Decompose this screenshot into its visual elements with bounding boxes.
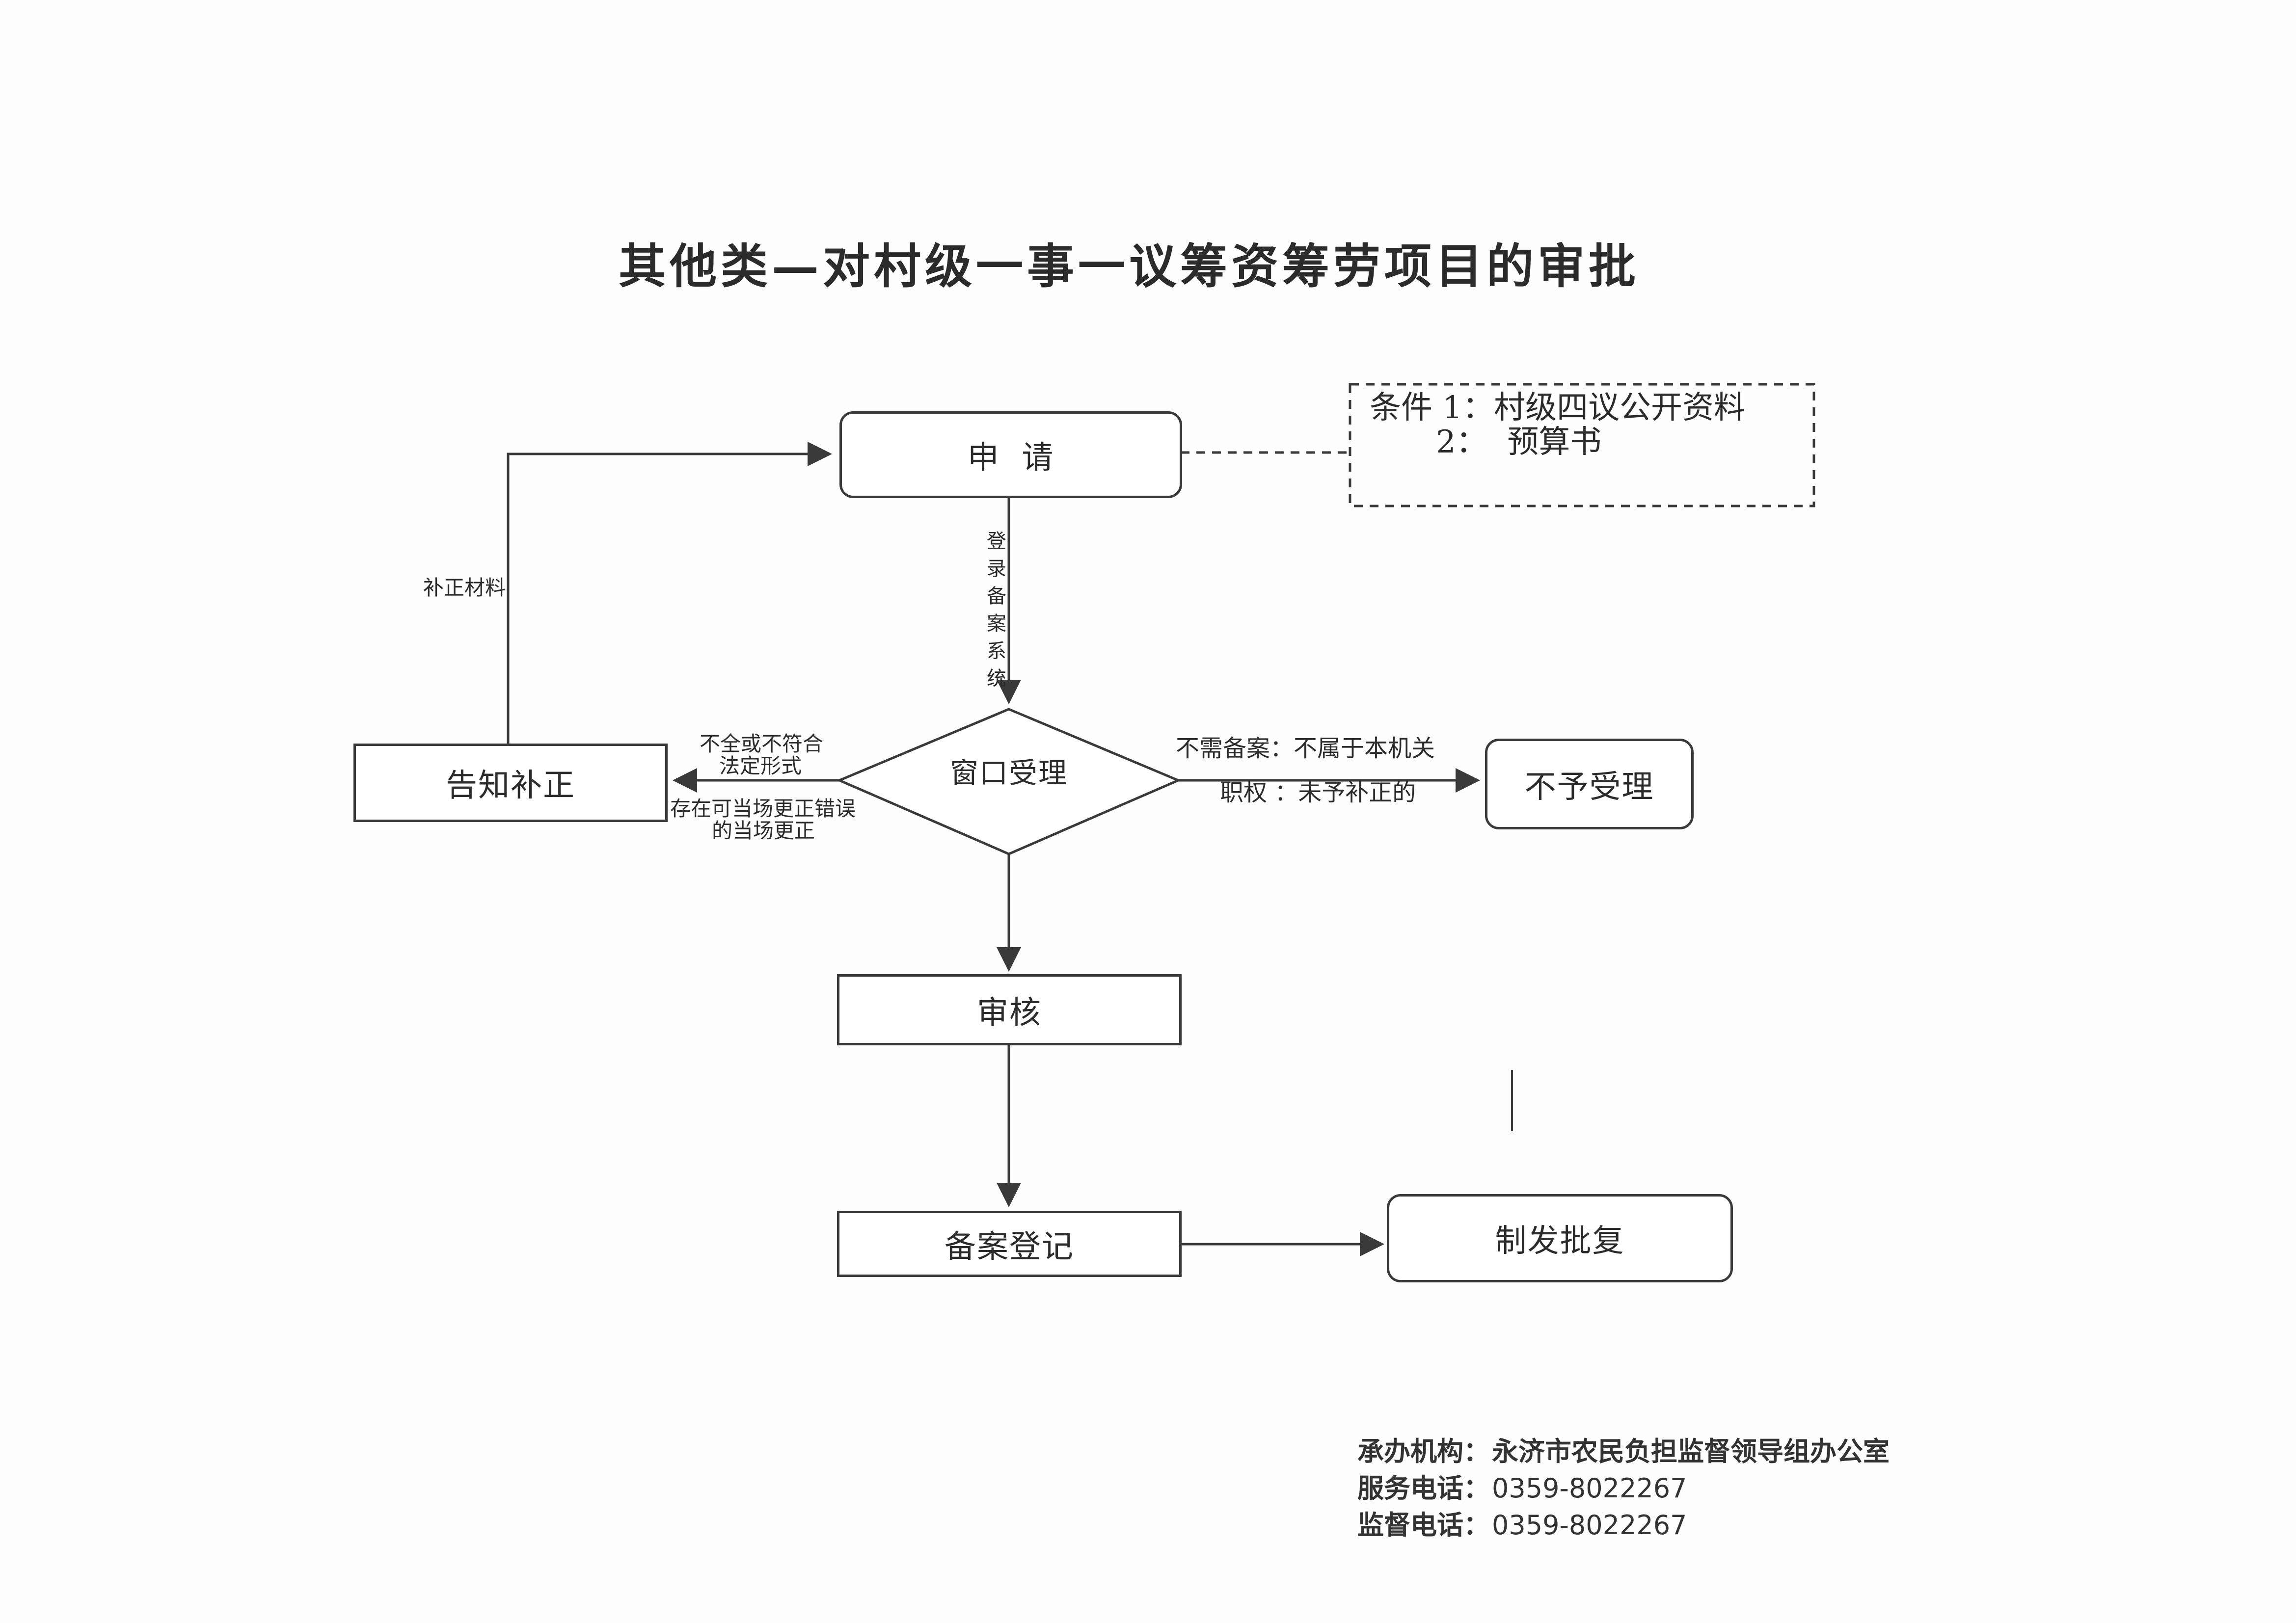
- footer-org: 承办机构：永济市农民负担监督领导组办公室: [1357, 1433, 1890, 1470]
- node-notify: 告知补正: [353, 744, 668, 822]
- footer-service-value: 0359-8022267: [1492, 1473, 1687, 1504]
- label-no-authority: 职权 ：未予补正的: [1220, 779, 1416, 806]
- label-correct-2: 的当场更正: [712, 819, 815, 843]
- footer-service-phone: 服务电话：0359-8022267: [1357, 1470, 1890, 1507]
- label-supplement: 补正材料: [423, 576, 506, 600]
- node-window: 窗口受理: [949, 756, 1068, 790]
- node-apply: 申 请: [839, 411, 1182, 498]
- node-record: 备案登记: [837, 1211, 1182, 1277]
- footer-supervise-label: 监督电话：: [1357, 1510, 1490, 1541]
- footer-info: 承办机构：永济市农民负担监督领导组办公室 服务电话：0359-8022267 监…: [1357, 1433, 1890, 1543]
- label-correct-1: 存在可当场更正错误: [670, 797, 856, 821]
- footer-org-value: 永济市农民负担监督领导组办公室: [1492, 1436, 1890, 1467]
- node-review: 审核: [837, 974, 1182, 1045]
- label-incomplete-2: 法定形式: [719, 754, 802, 778]
- footer-supervise-phone: 监督电话：0359-8022267: [1357, 1507, 1890, 1543]
- condition-line-2: 2： 预算书: [1436, 424, 1602, 460]
- label-register-system: 登录备案系统: [987, 530, 1006, 690]
- node-approve: 制发批复: [1387, 1194, 1733, 1282]
- arrow-notify-to-apply: [507, 442, 832, 744]
- label-not-needed: 不需备案：不属于本机关: [1176, 735, 1435, 762]
- label-incomplete-1: 不全或不符合: [700, 732, 824, 756]
- conditions-box: [1349, 383, 1815, 507]
- page-title: 其他类—对村级一事一议筹资筹劳项目的审批: [619, 239, 1640, 294]
- footer-supervise-value: 0359-8022267: [1492, 1510, 1687, 1541]
- condition-line-1: 条件 1：村级四议公开资料: [1370, 390, 1746, 426]
- footer-service-label: 服务电话：: [1357, 1473, 1490, 1504]
- footer-org-label: 承办机构：: [1357, 1436, 1490, 1467]
- node-reject: 不予受理: [1485, 739, 1694, 829]
